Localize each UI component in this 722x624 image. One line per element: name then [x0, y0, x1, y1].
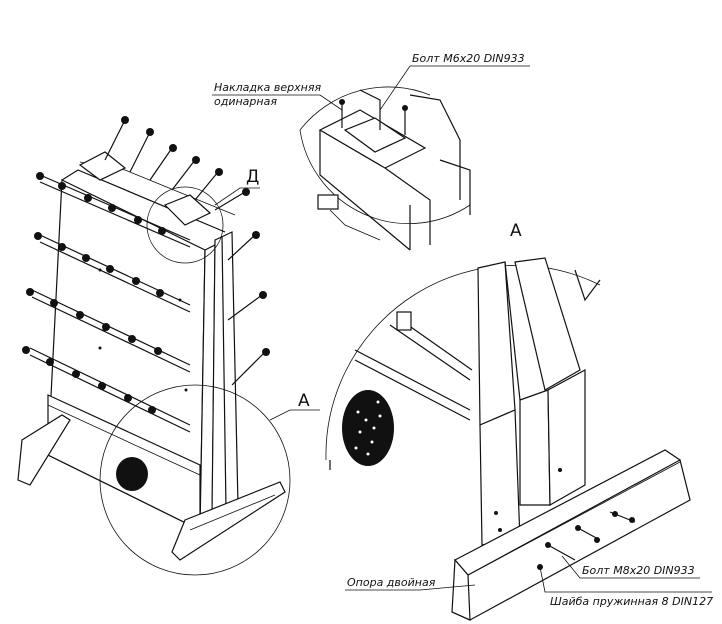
washer-label: Шайба пружинная 8 DIN127 — [550, 595, 713, 608]
overlay-label-line2: одинарная — [214, 95, 277, 108]
overlay-label-line1: Накладка верхняя — [214, 81, 321, 94]
detail-a-marker — [99, 384, 291, 576]
support-label: Опора двойная — [347, 576, 436, 589]
bolt-m6-label: Болт М6х20 DIN933 — [412, 52, 525, 65]
detail-a-title: А — [510, 221, 522, 241]
detail-d-letter: Д — [246, 167, 259, 187]
detail-a-letter: А — [298, 391, 310, 411]
detail-a-view — [325, 257, 691, 621]
bolt-m8-label: Болт М8х20 DIN933 — [582, 564, 695, 577]
rack-assembly — [17, 116, 286, 561]
detail-d-marker — [146, 186, 224, 264]
detail-d-view — [299, 86, 471, 251]
